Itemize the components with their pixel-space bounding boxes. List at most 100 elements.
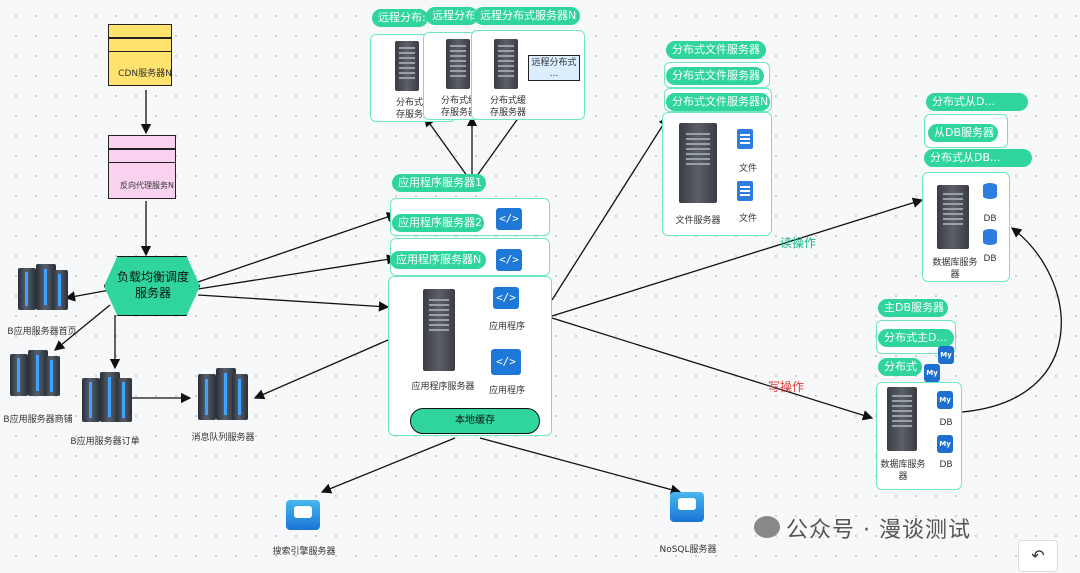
nosql-label: NoSQL服务器 [659, 545, 717, 555]
app-to-search-arrow [320, 437, 456, 494]
cache-card-3[interactable]: 分布式缓 存服务器 远程分布式 ... [471, 30, 585, 120]
master-to-slave-sync-arrow [961, 227, 1062, 413]
cache-label-3: 分布式缓 存服务器 [489, 96, 526, 118]
b-shop-label: B应用服务器商铺 [3, 415, 73, 425]
master-tag-2[interactable]: 分布式主D... [878, 329, 954, 347]
file-server-label: 文件服务器 [675, 216, 721, 226]
slave-tag-3[interactable]: 分布式从DB... [924, 149, 1032, 167]
app-to-slave-arrow [551, 197, 924, 317]
undo-icon: ↶ [1031, 546, 1045, 565]
app-server-label: 应用程序服务器 [411, 382, 475, 392]
load-balancer-label: 负载均衡调度 服务器 [116, 270, 189, 300]
app-to-master-arrow [551, 317, 874, 421]
app-label-1: 应用程序 [488, 322, 525, 332]
slave-db-label-1: DB [983, 214, 997, 224]
master-main-card[interactable]: 数据库服务 器 My DB My DB [876, 382, 962, 490]
nosql-icon [670, 492, 704, 522]
app-tag-1[interactable]: 应用程序服务器1 [392, 174, 486, 192]
cdn-label: CDN服务器N [118, 69, 172, 79]
cache-note: 远程分布式 ... [528, 55, 580, 81]
cache-label-1: 分布式缓 存服务器 [395, 98, 432, 120]
app-to-mq-arrow [253, 339, 389, 400]
server-tower-icon [679, 123, 717, 203]
reverse-proxy-node[interactable]: 反向代理服务N [108, 135, 176, 199]
database-icon [983, 183, 997, 199]
server-tower-icon [937, 185, 969, 249]
code-icon: </> [496, 208, 522, 230]
app-to-nosql-arrow [479, 437, 682, 495]
server-rack-icon [100, 372, 120, 422]
file-tag-2[interactable]: 分布式文件服务器 [666, 67, 764, 85]
local-cache-button[interactable]: 本地缓存 [410, 408, 540, 434]
write-operation-label: 写操作 [768, 380, 805, 394]
master-tag-1[interactable]: 主DB服务器 [878, 299, 948, 317]
server-rack-icon [198, 374, 216, 420]
server-tower-icon [446, 39, 470, 89]
master-server-label: 数据库服务 器 [880, 460, 926, 482]
mysql-icon: My [937, 391, 953, 409]
app-to-cache3-arrow [473, 108, 525, 181]
server-rack-icon [216, 368, 236, 420]
search-engine-icon [286, 500, 320, 530]
app-label-2: 应用程序 [488, 386, 525, 396]
master-db-label-1: DB [939, 418, 953, 428]
mysql-icon: My [938, 346, 954, 364]
server-rack-icon [116, 378, 132, 422]
mysql-icon: My [937, 435, 953, 453]
server-rack-icon [10, 354, 28, 396]
file-tag-1[interactable]: 分布式文件服务器 [666, 41, 766, 59]
slave-server-label: 数据库服务 器 [932, 258, 978, 280]
server-rack-icon [18, 268, 36, 310]
search-engine-label: 搜索引擎服务器 [272, 547, 336, 557]
mysql-icon: My [924, 364, 940, 382]
server-rack-icon [52, 270, 68, 310]
cache-tag-1[interactable]: 远程分布: [372, 9, 428, 27]
master-db-label-2: DB [939, 460, 953, 470]
code-icon: </> [493, 287, 519, 309]
code-icon: </> [491, 349, 521, 375]
server-tower-icon [395, 41, 419, 91]
master-tag-3[interactable]: 分布式 [878, 358, 922, 376]
slave-tag-1[interactable]: 分布式从D... [926, 93, 1028, 111]
local-cache-label: 本地缓存 [455, 415, 495, 426]
file-main-card[interactable]: 文件服务器 文件 文件 [662, 112, 772, 236]
cache-tag-3[interactable]: 远程分布式服务器N [474, 7, 580, 25]
file-label-1: 文件 [738, 164, 757, 174]
slave-main-card[interactable]: 数据库服务 器 DB DB [922, 172, 1010, 282]
b-home-label: B应用服务器首页 [7, 327, 77, 337]
server-rack-icon [82, 378, 100, 422]
lb-to-app1-arrow [197, 212, 398, 283]
app-tag-2[interactable]: 应用程序服务器2 [392, 214, 484, 232]
server-rack-icon [232, 374, 248, 420]
wechat-icon [754, 516, 780, 538]
lb-to-shop-arrow [53, 304, 111, 351]
cache-label-2: 分布式缓 存服务器 [440, 96, 477, 118]
read-operation-label: 读操作 [780, 236, 817, 250]
slave-db-label-2: DB [983, 254, 997, 264]
server-rack-icon [36, 264, 56, 310]
slave-tag-2[interactable]: 从DB服务器 [928, 124, 998, 142]
file-label-2: 文件 [738, 214, 757, 224]
app-to-file-arrow [551, 115, 669, 301]
lb-to-home-arrow [64, 289, 111, 302]
load-balancer-node[interactable]: 负载均衡调度 服务器 [104, 256, 200, 316]
database-icon [983, 229, 997, 245]
cdn-server-node[interactable]: CDN服务器N [108, 24, 172, 86]
mq-label: 消息队列服务器 [191, 433, 255, 443]
code-icon: </> [496, 249, 522, 271]
file-tag-n[interactable]: 分布式文件服务器N [666, 93, 770, 111]
server-rack-icon [28, 350, 48, 396]
app-to-cache1-arrow [424, 115, 471, 181]
lb-to-appn-arrow [197, 294, 390, 312]
app-tag-n[interactable]: 应用程序服务器N [390, 251, 486, 269]
proxy-label: 反向代理服务N [120, 181, 174, 190]
cache-tag-2[interactable]: 远程分布 [426, 7, 478, 25]
lb-to-app2-arrow [197, 254, 398, 290]
server-tower-icon [423, 289, 455, 371]
cache-note-text: 远程分布式 ... [531, 58, 577, 79]
server-tower-icon [887, 387, 917, 451]
undo-button[interactable]: ↶ [1018, 540, 1058, 572]
file-icon [737, 181, 753, 201]
